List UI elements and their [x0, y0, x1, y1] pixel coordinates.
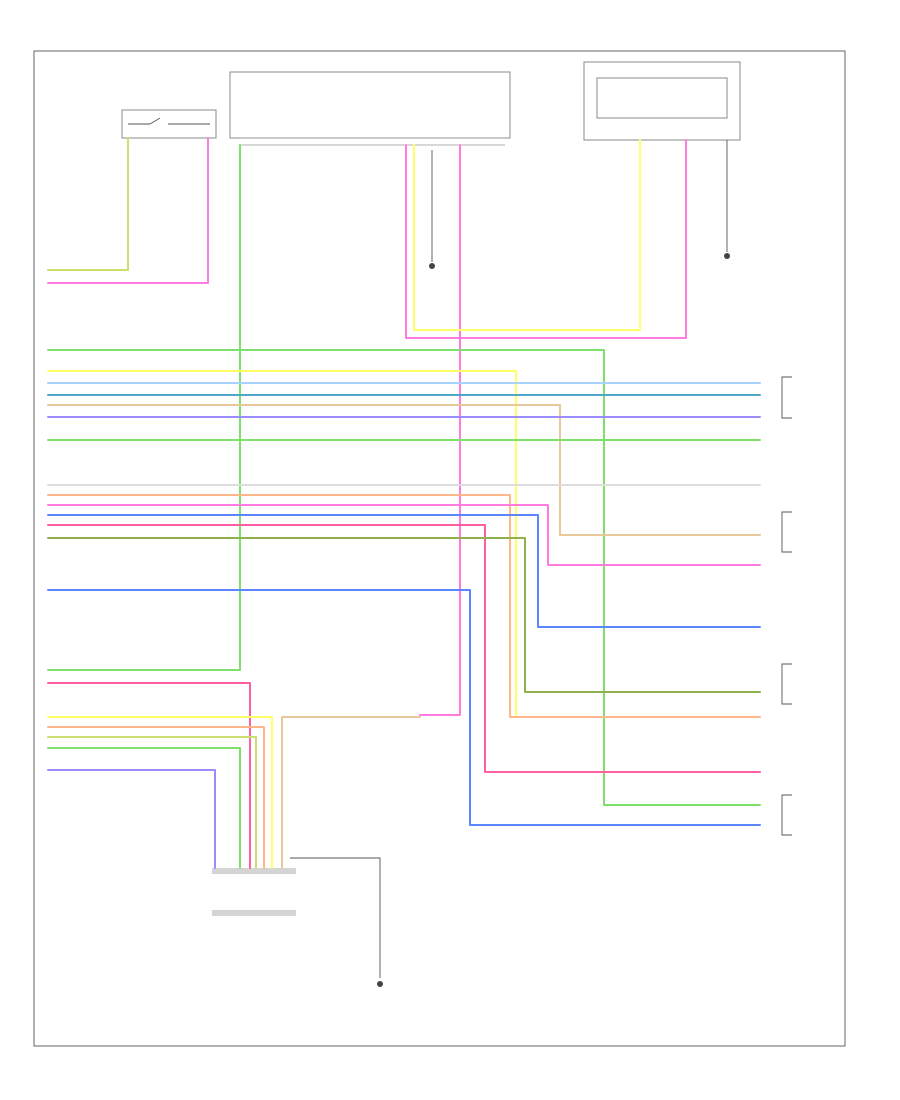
wire-1	[47, 137, 129, 271]
wire-8	[47, 370, 517, 718]
switch-group-4	[781, 794, 792, 836]
wire-22	[47, 716, 273, 869]
wire-6	[405, 139, 687, 339]
switch-group-3	[781, 663, 792, 705]
wire-26	[47, 769, 216, 869]
wire-17	[47, 514, 761, 628]
wire-23	[47, 726, 265, 869]
wire-21	[47, 682, 251, 869]
wire-16	[47, 504, 761, 566]
wire-24	[47, 736, 257, 869]
diagram-frame	[33, 50, 846, 1047]
module-top-center	[229, 71, 511, 146]
wire-19	[47, 537, 761, 693]
wires	[47, 137, 761, 869]
connector-bottom	[212, 857, 381, 916]
wire-20	[47, 589, 761, 826]
wire-4	[419, 144, 461, 716]
switch-group-1	[781, 376, 792, 419]
wire-15	[47, 494, 761, 718]
switch-top-left	[121, 109, 217, 139]
ground-top-right	[724, 140, 730, 259]
wire-3	[47, 144, 241, 671]
wire-27	[281, 716, 421, 869]
wire-25	[47, 747, 241, 869]
ground-top-center	[429, 150, 435, 269]
switch-group-2	[781, 511, 792, 553]
wire-2	[47, 137, 209, 284]
wire-11	[47, 404, 761, 536]
wire-18	[47, 524, 761, 773]
wire-5	[413, 139, 641, 331]
ground-bottom	[377, 888, 383, 987]
module-top-right	[583, 61, 741, 141]
wire-7	[47, 349, 761, 806]
